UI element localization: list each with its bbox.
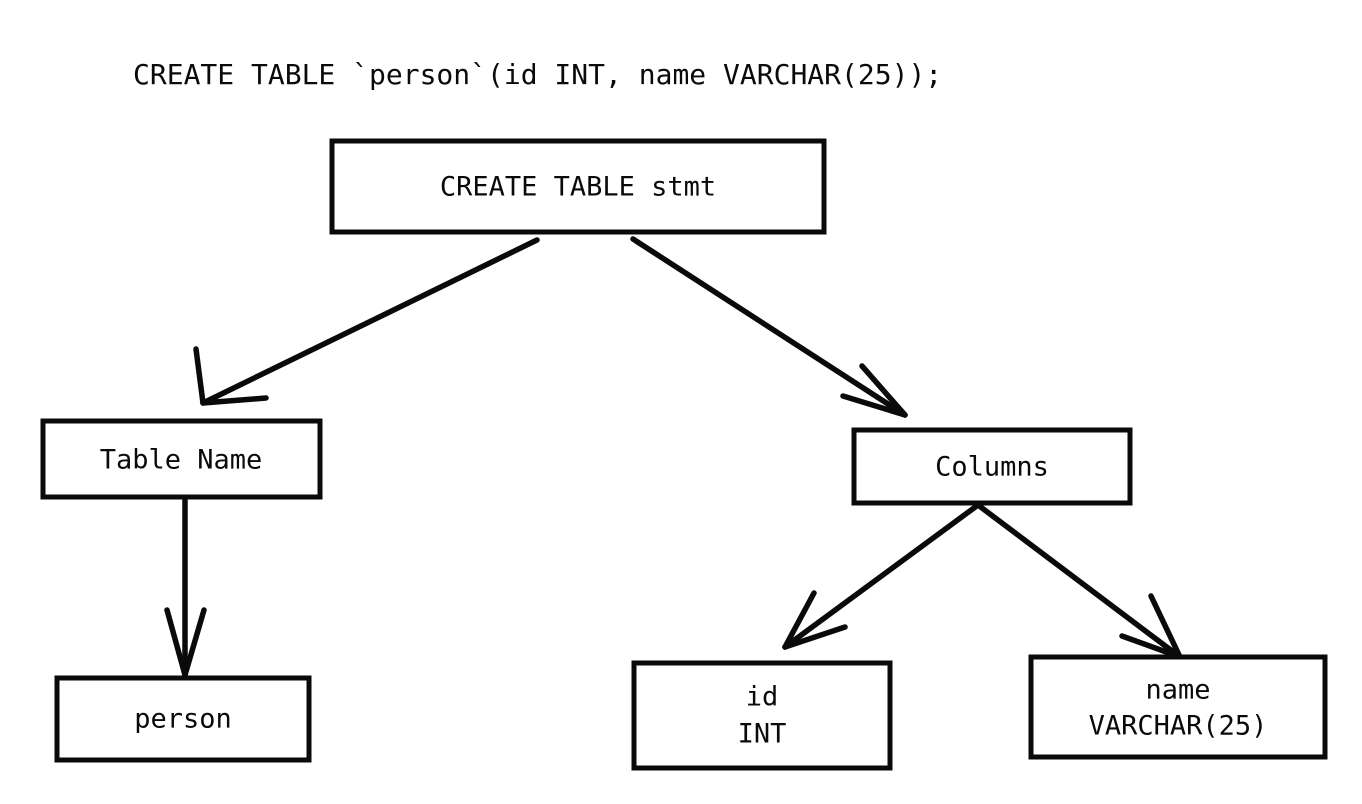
node-table-name[interactable]: Table Name xyxy=(40,418,323,500)
edge-table-name-to-person xyxy=(164,497,207,678)
edge-columns-to-column-id xyxy=(782,502,981,650)
edge-columns-to-column-name xyxy=(975,502,1183,660)
node-create-table-stmt-box xyxy=(329,138,827,235)
node-column-id-type-label: INT xyxy=(738,719,787,750)
node-table-name-box xyxy=(40,418,323,500)
edge-root-to-table-name xyxy=(193,237,540,406)
node-column-name[interactable]: name VARCHAR(25) xyxy=(1028,654,1328,760)
node-person-box xyxy=(54,675,312,763)
node-columns[interactable]: Columns xyxy=(851,427,1133,506)
sql-statement-title: CREATE TABLE `person`(id INT, name VARCH… xyxy=(133,58,942,91)
node-person[interactable]: person xyxy=(54,675,312,763)
node-column-id-name-label: id xyxy=(746,682,779,713)
node-create-table-stmt[interactable]: CREATE TABLE stmt xyxy=(329,138,827,235)
node-person-label: person xyxy=(134,704,232,735)
node-table-name-label: Table Name xyxy=(100,445,263,476)
node-column-name-type-label: VARCHAR(25) xyxy=(1089,711,1268,742)
node-create-table-stmt-label: CREATE TABLE stmt xyxy=(440,172,716,203)
edge-root-to-columns xyxy=(630,236,908,418)
node-column-id[interactable]: id INT xyxy=(631,660,893,771)
node-column-name-name-label: name xyxy=(1145,675,1210,706)
node-column-name-box xyxy=(1028,654,1328,760)
node-columns-box xyxy=(851,427,1133,506)
node-columns-label: Columns xyxy=(935,452,1049,483)
node-column-id-box xyxy=(631,660,893,771)
